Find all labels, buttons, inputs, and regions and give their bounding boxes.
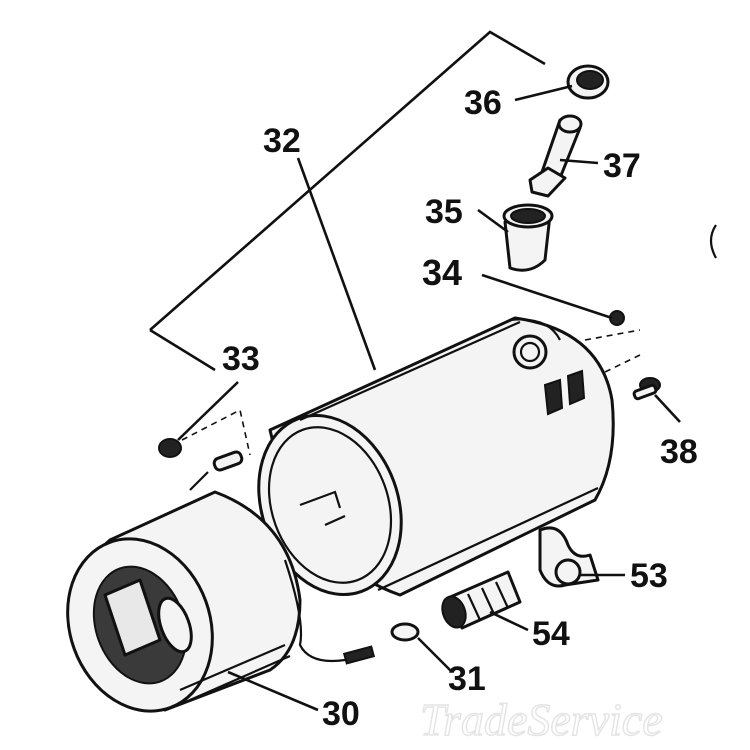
gauge-window (512, 334, 548, 370)
leader-36 (514, 84, 573, 102)
part-53-wing-nut (538, 526, 600, 588)
edge-mark (709, 224, 717, 259)
part-32-housing (257, 316, 615, 597)
callout-54: 54 (532, 615, 570, 653)
callout-31: 31 (448, 660, 486, 698)
lead-wire (283, 559, 346, 663)
leader-54 (489, 610, 529, 632)
leader-34 (481, 273, 613, 320)
part-35-bushing (502, 203, 554, 272)
callout-38: 38 (660, 433, 698, 471)
part-33-screw (158, 408, 251, 491)
callout-53: 53 (630, 557, 668, 595)
group-bracket-lower (149, 328, 216, 372)
part-37-pin (528, 114, 583, 198)
leader-33 (177, 381, 239, 441)
face-mark (299, 490, 346, 527)
watermark: TradeService (420, 694, 663, 745)
slot-right (566, 369, 586, 406)
part-30-motor-assembly (66, 490, 376, 713)
callout-32: 32 (263, 122, 301, 160)
part-36-cap (566, 64, 610, 100)
part-31-clip (390, 622, 420, 642)
leader-37 (559, 158, 599, 165)
wire-connector (342, 645, 376, 665)
callout-30: 30 (322, 695, 360, 733)
callout-33: 33 (222, 340, 260, 378)
callout-37: 37 (603, 147, 641, 185)
part-54-roller (441, 570, 522, 630)
callout-36: 36 (464, 84, 502, 122)
leader-38 (654, 394, 681, 423)
part-38-screw (632, 377, 661, 401)
slot-left (543, 378, 564, 416)
leader-30 (227, 670, 319, 712)
callout-34: 34 (422, 252, 462, 293)
callout-35: 35 (425, 193, 463, 231)
leader-32 (296, 157, 377, 371)
leader-31 (417, 637, 453, 673)
leader-35 (477, 208, 509, 234)
group-bracket-upper (149, 30, 546, 331)
